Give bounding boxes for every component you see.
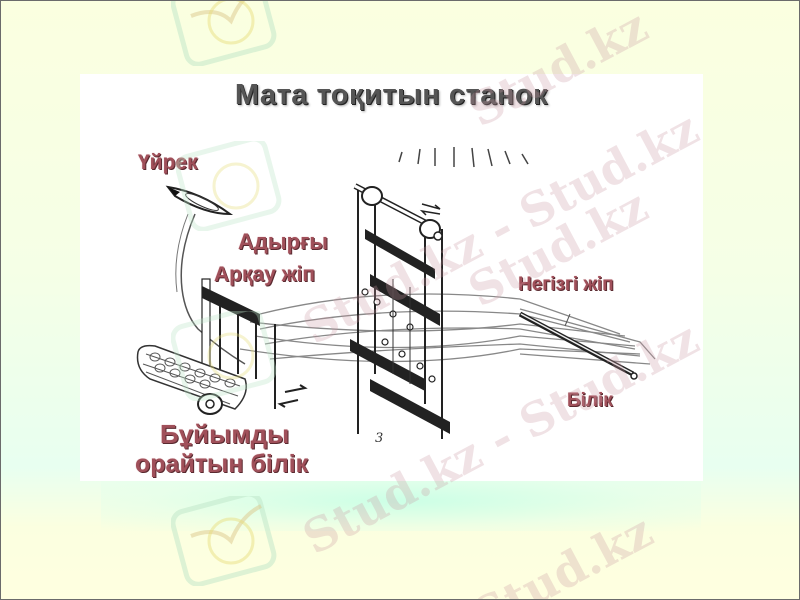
figure-number: 3 xyxy=(375,431,383,446)
label-heddle: Адырғы xyxy=(238,229,329,254)
loom-diagram: 3 xyxy=(136,147,656,446)
label-warp-thread: Негізгі жіп xyxy=(518,274,614,295)
label-weft-thread: Арқау жіп xyxy=(214,263,316,286)
reed-marks xyxy=(398,147,529,168)
diagram-panel: Мата тоқитын станок xyxy=(80,74,703,481)
label-cloth-beam-line1: Бұйымды xyxy=(160,419,290,449)
heddle-frame xyxy=(350,183,450,439)
warp-beam-drawing xyxy=(518,311,638,380)
label-beam: Білік xyxy=(567,390,613,411)
label-shuttle: Үйрек xyxy=(138,151,198,174)
label-cloth-beam-line2: орайтын білік xyxy=(135,450,309,478)
slide-title: Мата тоқитын станок xyxy=(234,79,549,111)
cloth-beam-drawing xyxy=(136,344,308,415)
watermark-logo-icon xyxy=(171,1,277,66)
front-frame xyxy=(201,278,276,409)
